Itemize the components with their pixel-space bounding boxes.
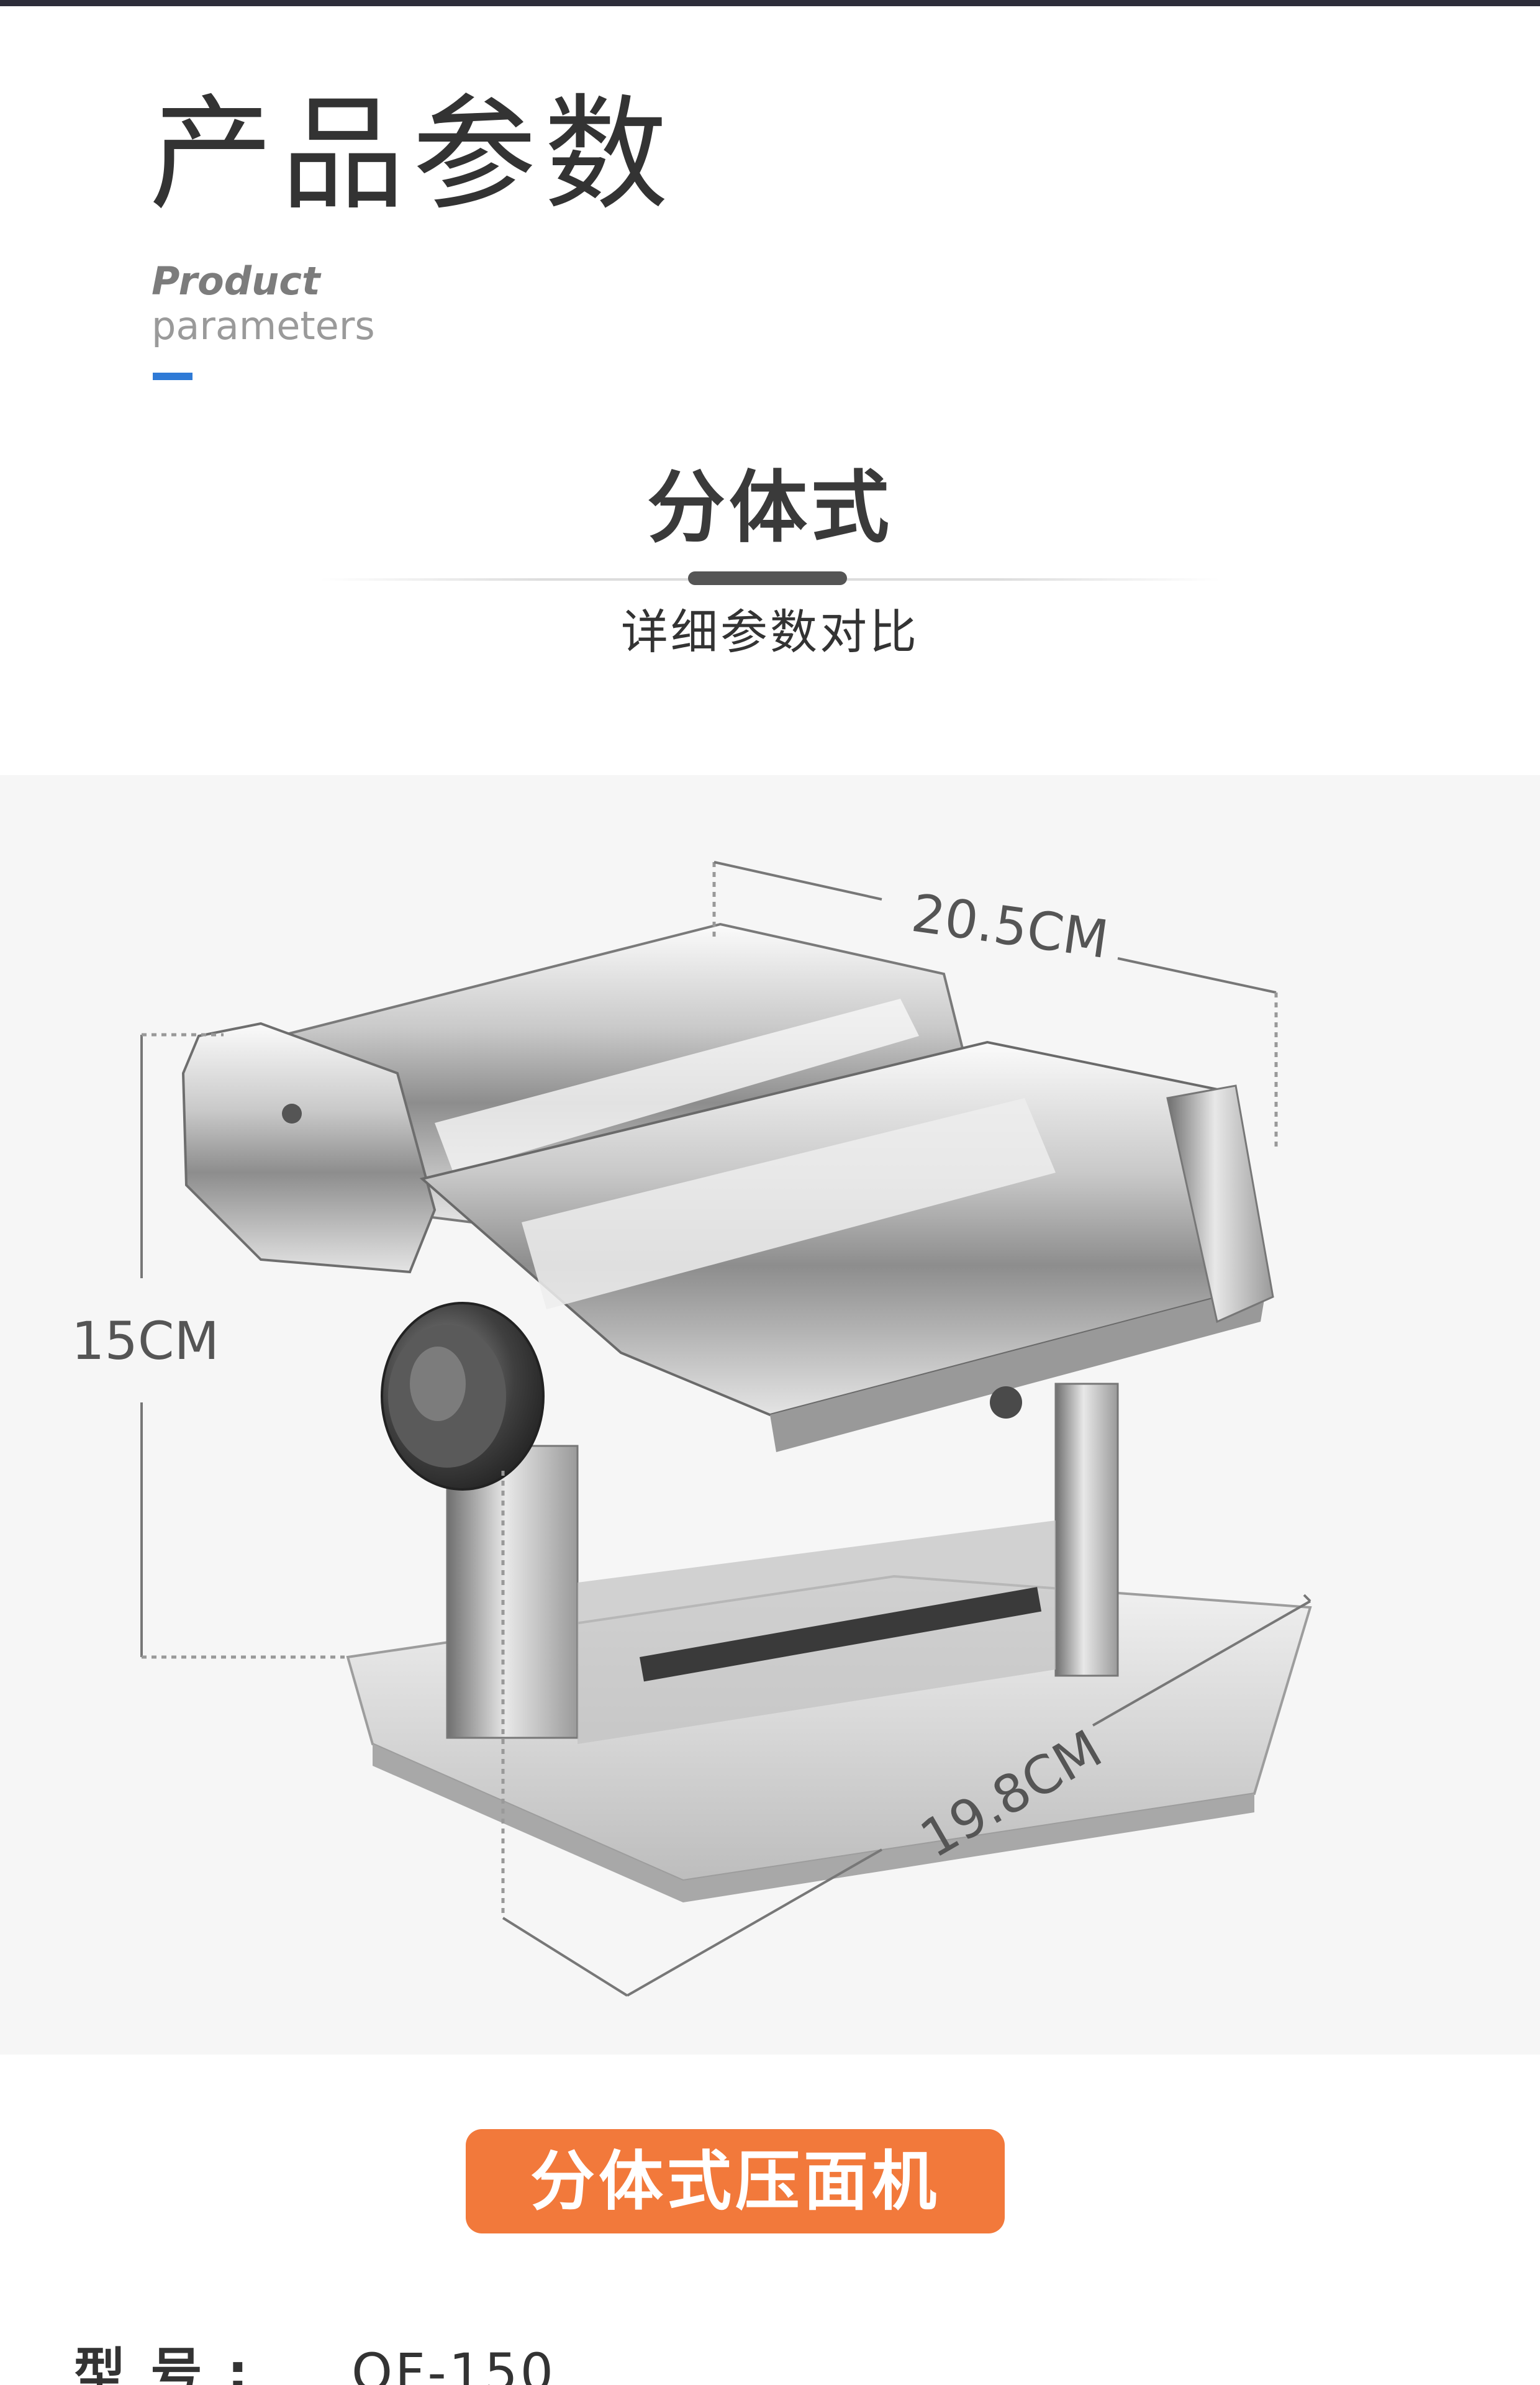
section-divider-bar [688, 571, 847, 585]
spec-value: QF-150 [351, 2342, 556, 2385]
pasta-machine-icon: 20.5CM 15CM 19.8CM [71, 861, 1312, 1997]
product-name-label: 分体式压面机 [530, 2143, 940, 2219]
machine-leg-left [446, 1445, 579, 1739]
section-subtitle: 详细参数对比 [621, 604, 919, 660]
spec-label: 型号: [73, 2342, 273, 2385]
right-end-block [1166, 1084, 1274, 1324]
left-side-plate [181, 1022, 437, 1274]
spec-row-model: 型号: QF-150 [73, 2342, 1502, 2385]
english-title-line2: parameters [152, 303, 375, 348]
machine-leg-right [1054, 1383, 1119, 1677]
section-title: 分体式 [647, 462, 893, 553]
product-image-area: 20.5CM 15CM 19.8CM [0, 775, 1540, 2055]
dimension-height-label: 15CM [71, 1311, 219, 1371]
dimension-width-label: 20.5CM [908, 883, 1112, 970]
top-border [0, 0, 1540, 6]
accent-underline [153, 373, 192, 380]
product-name-badge: 分体式压面机 [466, 2129, 1005, 2233]
english-title-line1: Product [152, 258, 320, 304]
page-title: 产品参数 [149, 83, 676, 227]
